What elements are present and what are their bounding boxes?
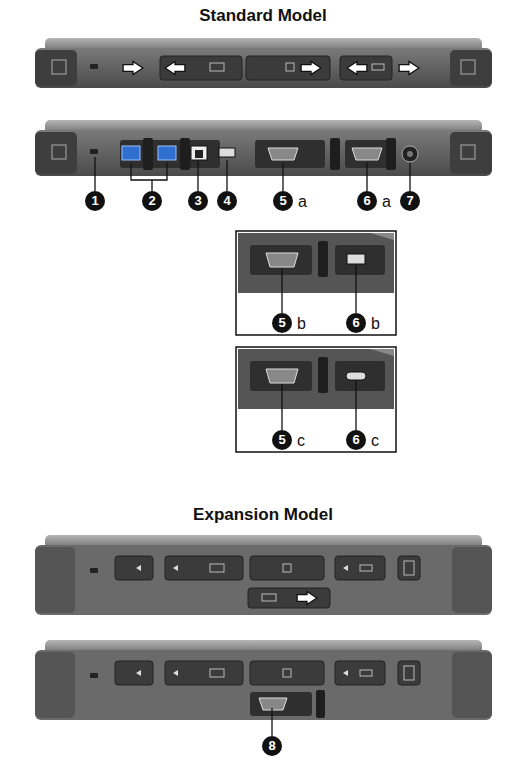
callout-discs [85,191,420,756]
callout-number: 5 [278,433,285,447]
callout-number: 6 [352,433,359,447]
callout-letter: a [298,193,307,211]
heading: Expansion Model [193,506,333,525]
callout-letter: c [371,432,379,450]
callout-number: 7 [406,194,413,208]
inset-b [236,231,396,335]
callout-number: 8 [268,739,275,753]
callout-number: 6 [352,316,359,330]
expansion-closed [35,535,492,615]
callout-number: 1 [91,194,98,208]
callout-number: 4 [223,194,230,208]
inset-c [236,347,396,452]
callout-number: 5 [278,316,285,330]
callout-letter: b [371,315,380,333]
callout-number: 3 [194,194,201,208]
callout-letter: a [382,193,391,211]
standard-open [35,120,492,191]
callout-number: 5 [279,194,286,208]
standard-closed [35,38,492,88]
callout-number: 6 [363,194,370,208]
callout-letter: b [297,315,306,333]
expansion-open [35,640,492,736]
callout-number: 2 [148,194,155,208]
callout-letter: c [297,432,305,450]
heading: Standard Model [199,7,327,26]
